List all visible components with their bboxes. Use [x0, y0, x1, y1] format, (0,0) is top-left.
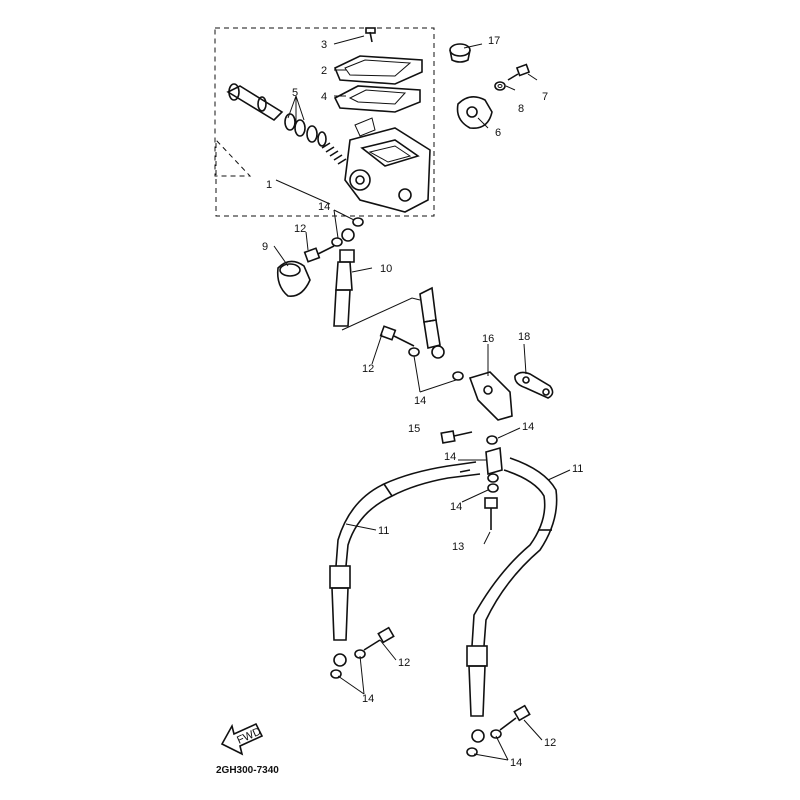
boot-part-9: [276, 260, 311, 297]
reservoir-cap-part-2: [333, 55, 423, 85]
callout-label: 14: [444, 451, 456, 463]
callout-label: 6: [495, 127, 501, 139]
joint-part-15: [468, 371, 513, 421]
union-bolt-part-13: [484, 497, 498, 530]
callout-label: 15: [408, 423, 420, 435]
brake-hose-part-10: [333, 228, 445, 359]
union-bolt-part-12-lower-left: [363, 626, 395, 651]
brake-hose-part-11-left: [329, 461, 481, 679]
callout-label: 13: [452, 541, 464, 553]
washer-part-8: [494, 81, 506, 91]
callout-label: 10: [380, 263, 392, 275]
three-way-joint: [485, 435, 503, 493]
callout-label: 2: [321, 65, 327, 77]
cap-part-17: [449, 43, 471, 63]
forward-arrow-icon: FWD: [220, 722, 264, 756]
bracket-part-6: [456, 96, 493, 129]
callout-label: 14: [510, 757, 522, 769]
callout-label: 3: [321, 39, 327, 51]
callout-label: 4: [321, 91, 327, 103]
bolt-part-16: [440, 430, 473, 444]
callout-label: 18: [518, 331, 530, 343]
piston-kit-part-5: [226, 83, 347, 165]
forward-arrow-text: FWD: [235, 726, 263, 747]
union-bolt-part-12-top: [303, 245, 335, 263]
master-cylinder-part-1: [344, 117, 431, 213]
callout-label: 8: [518, 103, 524, 115]
gaskets-part-14-top: [331, 217, 364, 247]
callout-label: 12: [398, 657, 410, 669]
screw-part-3: [365, 27, 376, 43]
callout-label: 14: [522, 421, 534, 433]
callout-label: 12: [362, 363, 374, 375]
callout-label: 17: [488, 35, 500, 47]
stay-part-18: [514, 371, 554, 399]
callout-label: 14: [450, 501, 462, 513]
callout-label: 7: [542, 91, 548, 103]
callout-label: 12: [544, 737, 556, 749]
union-bolt-part-12-middle: [379, 325, 415, 347]
leader-lines: [273, 35, 571, 761]
callout-label: 14: [362, 693, 374, 705]
callout-label: 12: [294, 223, 306, 235]
hose-continuation-line: [341, 297, 421, 331]
callout-label: 5: [292, 87, 298, 99]
callout-label: 14: [318, 201, 330, 213]
callout-label: 1: [266, 179, 272, 191]
brake-hose-part-11-right: [466, 457, 558, 757]
callout-label: 9: [262, 241, 268, 253]
assembly-boundary: [214, 27, 435, 217]
callout-label: 11: [572, 463, 583, 475]
diagram-code: 2GH300-7340: [216, 765, 279, 776]
union-bolt-part-12-lower-right: [499, 704, 531, 731]
callout-label: 14: [414, 395, 426, 407]
bolt-part-7: [507, 63, 531, 81]
callout-labels: 3 2 4 5 1 17 7 8 6 14 12 9 10 12 14 16 1…: [262, 35, 583, 769]
callout-label: 16: [482, 333, 494, 345]
diaphragm-part-4: [333, 85, 421, 113]
callout-label: 11: [378, 525, 389, 537]
